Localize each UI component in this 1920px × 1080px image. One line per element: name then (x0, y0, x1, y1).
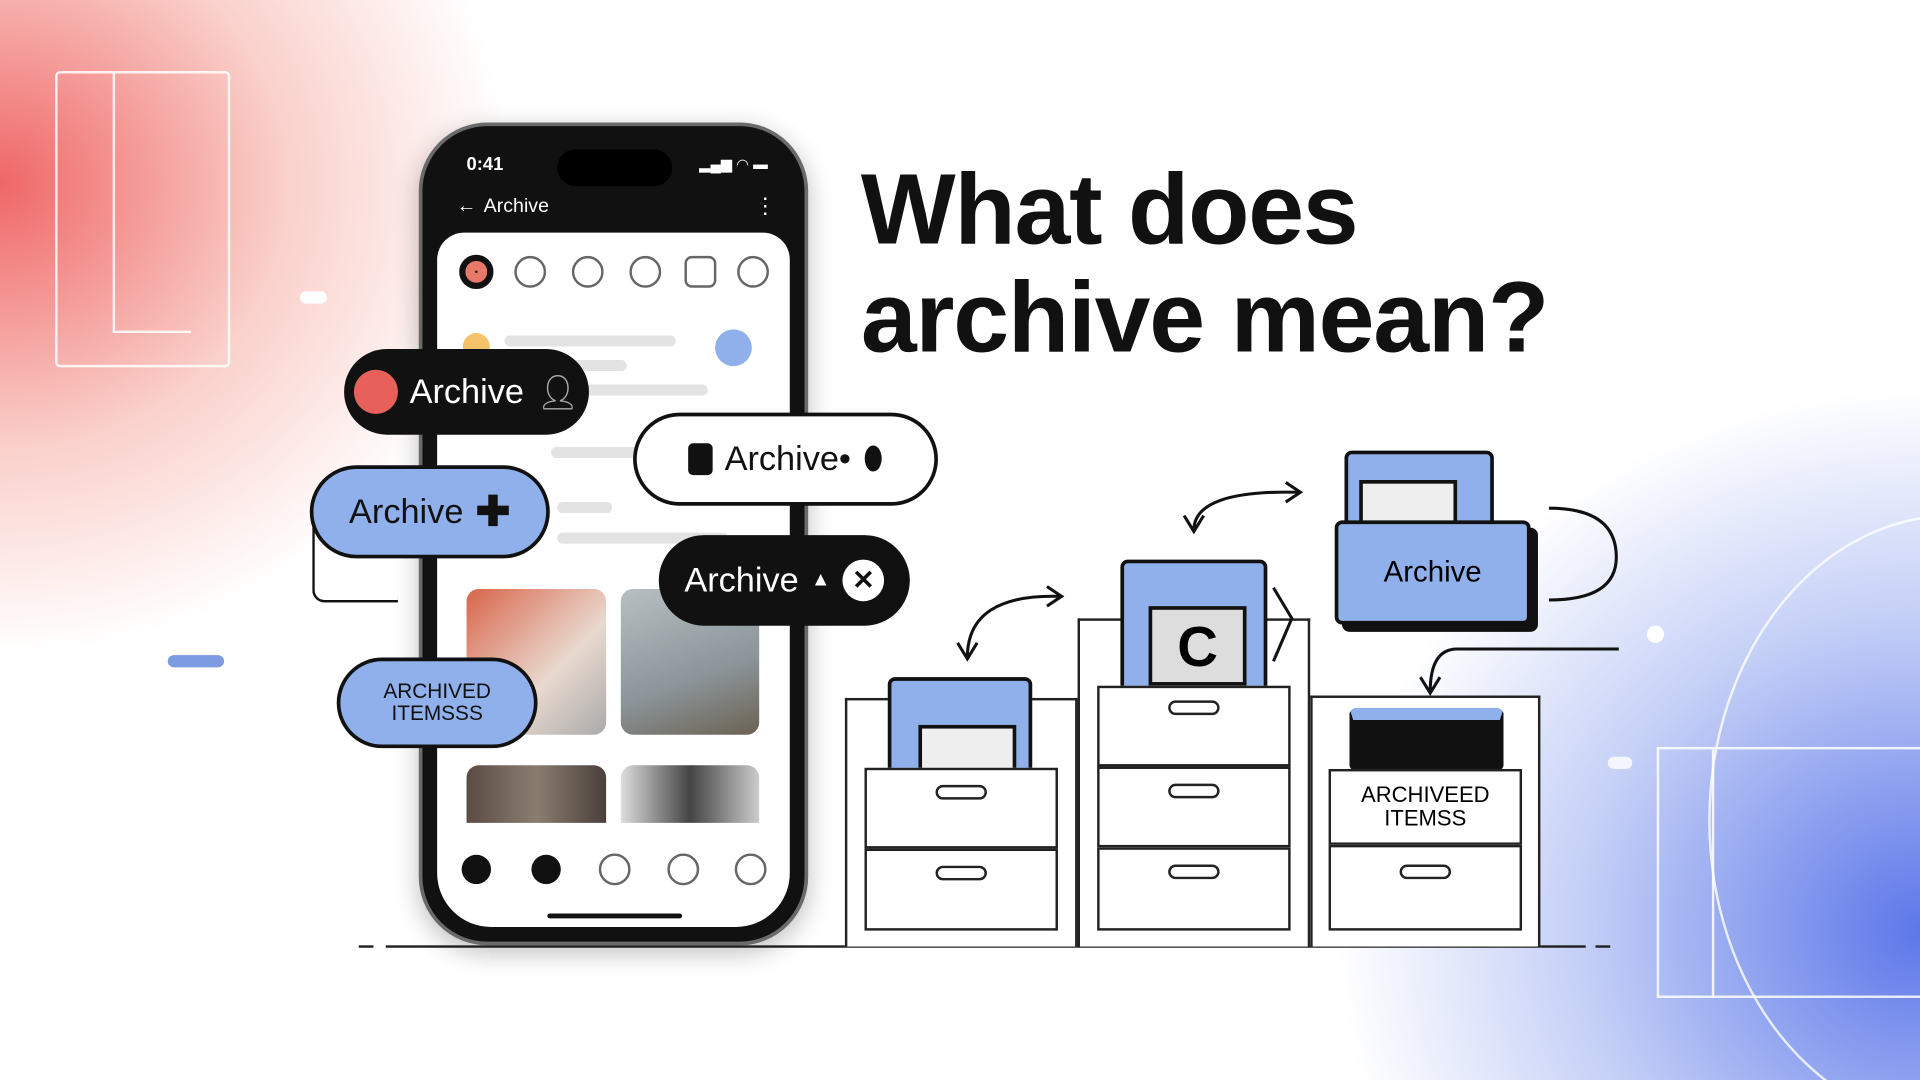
drawer[interactable] (1328, 844, 1523, 931)
status-time: 0:41 (466, 154, 504, 176)
curved-arrow (956, 585, 1065, 662)
curved-arrow (1419, 647, 1619, 696)
deco-frame (1656, 746, 1920, 998)
folder-label: Archive (1383, 555, 1482, 589)
clock-icon[interactable] (667, 853, 700, 886)
archive-chip-close[interactable]: Archive ▲ ✕ (658, 535, 910, 626)
home-icon[interactable] (461, 854, 492, 885)
signal-icons: ▂▄▆ ◠ ▬ (699, 155, 768, 173)
drawer[interactable] (1097, 847, 1291, 931)
kebab-icon[interactable]: ⋮ (754, 193, 777, 218)
photo-thumbnail[interactable] (620, 765, 760, 823)
deco-pill (1607, 756, 1633, 769)
reply-icon[interactable] (629, 255, 662, 288)
plus-icon: ✚ (475, 488, 511, 536)
avatar-icon (353, 369, 398, 414)
curved-arrow (1182, 481, 1304, 535)
close-icon[interactable] (598, 853, 631, 886)
ground-dash (358, 945, 374, 948)
folder-icon (1349, 707, 1504, 772)
ground-line (385, 945, 1586, 948)
message-button[interactable] (715, 329, 752, 367)
chip-label: Archive (409, 372, 524, 411)
card-c: C (1148, 606, 1247, 686)
pin-icon: ⬮ (863, 439, 884, 477)
archived-items-drawer[interactable]: ARCHIVEED ITEMSS (1328, 768, 1523, 845)
heart-icon[interactable] (737, 255, 769, 288)
drawer[interactable] (864, 767, 1058, 849)
list-placeholder (551, 446, 698, 458)
curved-arrow (1548, 506, 1618, 602)
drawer-label: ARCHIVEED ITEMSS (1361, 782, 1490, 831)
dynamic-island (557, 149, 673, 187)
avatar[interactable] (459, 254, 494, 289)
archive-icon[interactable] (531, 854, 561, 885)
archive-chip-dark[interactable]: Archive 👤︎ (344, 348, 589, 435)
chip-label: Archive (349, 492, 464, 531)
contacts-icon[interactable] (571, 255, 604, 288)
person-icon: 👤︎ (536, 372, 580, 411)
drawer[interactable] (864, 848, 1058, 931)
close-icon[interactable]: ✕ (842, 559, 885, 602)
deco-dot (1646, 625, 1665, 643)
document-icon (687, 443, 713, 476)
headline-line1: What does (860, 154, 1359, 266)
ground-dash (1595, 945, 1611, 948)
list-placeholder (557, 532, 729, 544)
headline-line2: archive mean? (860, 262, 1550, 374)
chip-label: Archive (684, 560, 799, 599)
archive-chip-white[interactable]: Archive• ⬮ (633, 412, 938, 506)
camera-icon[interactable] (514, 255, 547, 288)
card-letter: C (1177, 614, 1218, 678)
back-button[interactable]: ← Archive (457, 196, 549, 218)
curved-arrow (1272, 586, 1294, 662)
list-placeholder (575, 384, 708, 396)
chip-label: ARCHIVED ITEMSSS (383, 679, 491, 725)
deco-pill (300, 291, 327, 304)
drawer[interactable] (1097, 766, 1291, 848)
headline: What does archive mean? (860, 154, 1550, 374)
chip-label: Archive• (724, 439, 851, 478)
archived-items-chip[interactable]: ARCHIVED ITEMSSS (336, 657, 538, 749)
settings-icon[interactable] (734, 853, 767, 886)
header-title: Archive (483, 195, 550, 217)
deco-line (112, 73, 192, 334)
triangle-icon: ▲ (810, 569, 831, 591)
deco-frame (55, 71, 231, 368)
archive-folder[interactable]: Archive (1334, 520, 1531, 625)
square-icon[interactable] (684, 255, 717, 288)
archive-chip-blue[interactable]: Archive ✚ (309, 465, 550, 559)
deco-line (1711, 749, 1715, 998)
list-placeholder (557, 502, 613, 514)
home-indicator (547, 913, 683, 919)
drawer[interactable] (1097, 685, 1291, 767)
arrow-left-icon: ← (456, 195, 477, 217)
list-placeholder (504, 335, 676, 347)
deco-pill (167, 655, 225, 668)
photo-thumbnail[interactable] (466, 765, 607, 823)
